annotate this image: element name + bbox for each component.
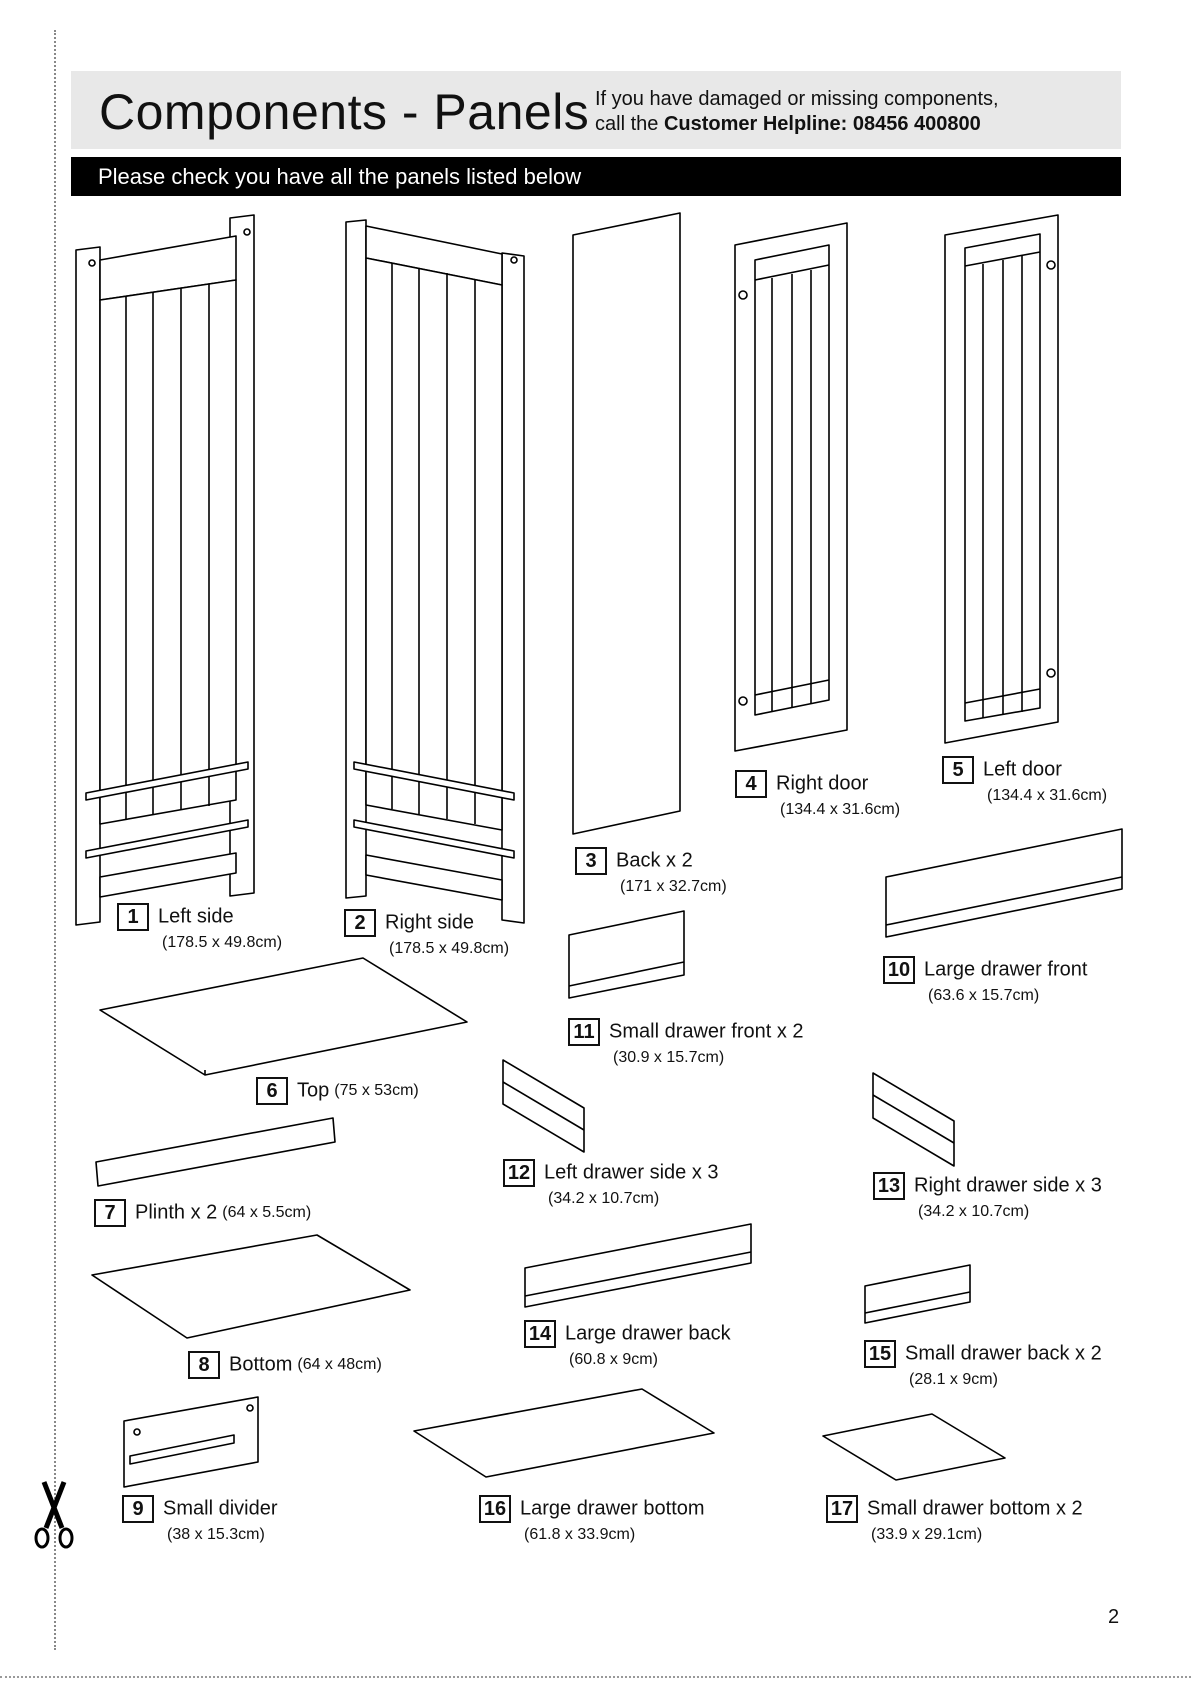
page-title: Components - Panels <box>99 84 590 140</box>
plinth-drawing <box>95 1117 336 1187</box>
helpline-line1: If you have damaged or missing component… <box>595 88 999 110</box>
left-door-drawing <box>944 214 1059 744</box>
cut-line <box>54 30 56 1650</box>
helpline-number: Customer Helpline: 08456 400800 <box>663 113 981 135</box>
small-drawer-back-drawing <box>864 1264 971 1324</box>
back-panel-drawing <box>572 212 681 835</box>
header-box: Components - Panels If you have damaged … <box>71 71 1121 149</box>
scissors-icon <box>34 1481 74 1549</box>
instruction-text: Please check you have all the panels lis… <box>98 164 582 189</box>
instruction-banner: Please check you have all the panels lis… <box>71 157 1121 196</box>
large-drawer-front-drawing <box>885 828 1123 938</box>
large-drawer-bottom-drawing <box>413 1388 715 1478</box>
small-drawer-bottom-drawing <box>822 1413 1006 1481</box>
helpline-prefix: call the <box>595 113 664 135</box>
bottom-panel-drawing <box>91 1234 411 1339</box>
helpline-text: If you have damaged or missing component… <box>595 87 999 137</box>
right-side-panel-drawing <box>345 219 525 924</box>
page-number: 2 <box>1108 1606 1120 1628</box>
left-side-panel-drawing <box>75 214 255 926</box>
page-bottom-line <box>0 1676 1191 1678</box>
large-drawer-back-drawing <box>524 1223 752 1308</box>
small-divider-drawing <box>123 1396 259 1488</box>
small-drawer-front-drawing <box>568 910 685 999</box>
left-drawer-side-drawing <box>502 1059 585 1153</box>
right-drawer-side-drawing <box>872 1072 955 1167</box>
top-panel-drawing <box>99 957 468 1076</box>
right-door-drawing <box>734 222 848 752</box>
